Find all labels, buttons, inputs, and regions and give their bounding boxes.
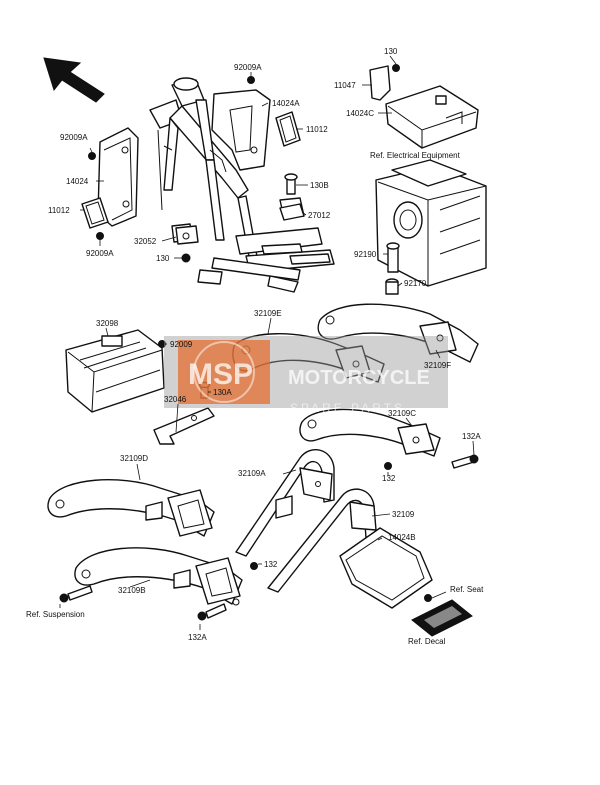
front-direction-arrow-icon <box>43 57 105 103</box>
bracket-32046 <box>153 407 215 445</box>
bolt-130-mid <box>181 253 191 263</box>
callout-32109: 32109 <box>392 510 415 519</box>
callout-132A-bottom: 132A <box>188 633 207 642</box>
side-rail-32109E <box>232 333 385 383</box>
bolt-132A-right <box>451 454 479 469</box>
callout-92009A-top: 92009A <box>234 63 262 72</box>
callout-32052: 32052 <box>134 237 157 246</box>
callout-27012: 27012 <box>308 211 331 220</box>
ref-electrical-equipment: Ref. Electrical Equipment <box>370 151 461 160</box>
collar-92170 <box>385 278 399 295</box>
watermark-logo: MSP <box>188 358 253 391</box>
callout-32109E: 32109E <box>254 309 282 318</box>
callout-11047: 11047 <box>334 81 356 90</box>
callout-92190: 92190 <box>354 250 377 259</box>
nut-132-mid <box>250 562 258 570</box>
plate-27012 <box>279 203 305 221</box>
callout-32046: 32046 <box>164 395 187 404</box>
battery-box <box>375 159 487 287</box>
callout-labels: 130 11047 14024C Ref. Electrical Equipme… <box>26 47 484 646</box>
callout-132-mid: 132 <box>264 560 278 569</box>
callout-92009A-bottom: 92009A <box>86 249 114 258</box>
bolt-130B <box>284 173 298 195</box>
nut-132-right <box>384 462 392 470</box>
callout-92009: 92009 <box>170 340 193 349</box>
callout-14024: 14024 <box>66 177 89 186</box>
bolt-suspension <box>59 585 93 603</box>
side-rail-32109F <box>317 303 479 363</box>
callout-32109D: 32109D <box>120 454 148 463</box>
callout-11012-left: 11012 <box>48 206 70 215</box>
grommet-92190 <box>386 242 400 273</box>
callout-130-mid: 130 <box>156 254 170 263</box>
clamp-32052 <box>175 225 199 245</box>
bracket-11047 <box>369 64 400 101</box>
tool-case-32098 <box>65 329 165 413</box>
electrical-box-14024C <box>385 85 479 149</box>
grab-bar-32109A <box>235 449 335 557</box>
callout-130-top: 130 <box>384 47 398 56</box>
callout-32109B: 32109B <box>118 586 146 595</box>
frame <box>149 77 335 293</box>
callout-32109A: 32109A <box>238 469 266 478</box>
callout-130A: 130A <box>213 388 232 397</box>
callout-132A-right: 132A <box>462 432 481 441</box>
callout-32098: 32098 <box>96 319 119 328</box>
callout-14024B: 14024B <box>388 533 416 542</box>
callout-11012-right: 11012 <box>306 125 328 134</box>
callout-32109F: 32109F <box>424 361 451 370</box>
callout-32109C: 32109C <box>388 409 416 418</box>
callout-132-right: 132 <box>382 474 396 483</box>
leader-lines <box>59 55 475 634</box>
emblem-11012-left <box>81 197 109 229</box>
ref-decal: Ref. Decal <box>408 637 446 646</box>
bolt-92009A-bottom <box>96 232 104 240</box>
watermark: MSP MOTORCYCLE SPARE PARTS <box>164 336 448 415</box>
bolt-92009A-top <box>247 76 255 84</box>
callout-130B: 130B <box>310 181 329 190</box>
bolt-132A-bottom <box>197 603 227 621</box>
ref-seat: Ref. Seat <box>450 585 484 594</box>
cover-14024B <box>339 527 433 609</box>
ref-suspension: Ref. Suspension <box>26 610 85 619</box>
side-rail-32109C <box>299 408 441 457</box>
bolt-92009A-left <box>88 152 96 160</box>
emblem-11012-right <box>275 111 301 147</box>
callout-92170: 92170 <box>404 279 427 288</box>
callout-14024C: 14024C <box>346 109 374 118</box>
watermark-title: MOTORCYCLE <box>288 367 430 389</box>
side-rail-32109B <box>74 547 243 606</box>
watermark-subtitle: SPARE PARTS <box>290 401 405 415</box>
callout-14024A: 14024A <box>272 99 300 108</box>
decal <box>411 599 473 637</box>
bolt-seat <box>424 594 432 602</box>
side-rail-32109D <box>47 479 215 537</box>
callout-92009A-left: 92009A <box>60 133 88 142</box>
